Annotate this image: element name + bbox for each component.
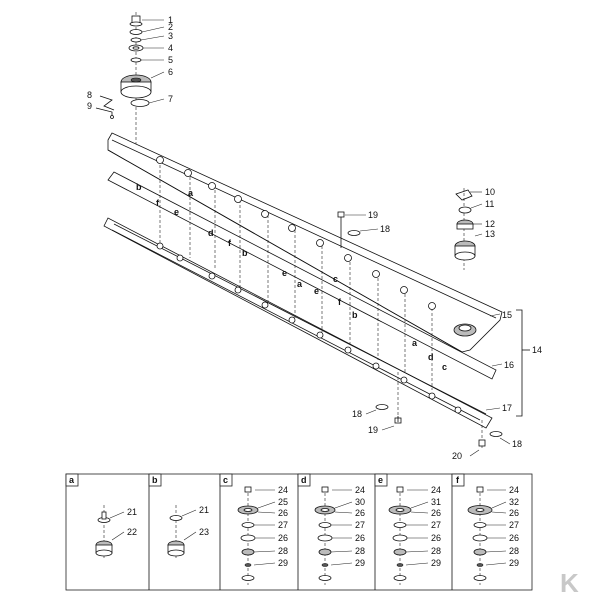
panel-f-item-29: 29: [509, 558, 519, 568]
bar-letter: f: [228, 238, 232, 248]
callout-15: 15: [502, 310, 512, 320]
panel-f-item-32: 32: [509, 497, 519, 507]
panel-letter: f: [456, 475, 460, 485]
panel-e-item-26b: 26: [431, 533, 441, 543]
panel-d: d 24 30 26 27 26 28 29: [297, 473, 365, 585]
panel-letter: b: [152, 475, 158, 485]
panel-d-item-29: 29: [355, 558, 365, 568]
watermark-logo: K: [560, 568, 579, 598]
callout-7: 7: [168, 94, 173, 104]
callout-3: 3: [168, 31, 173, 41]
panel-c-item-29: 29: [278, 558, 288, 568]
panel-a: a 21 22: [65, 473, 137, 560]
bar-letter: d: [208, 228, 214, 238]
panel-b-item-21: 21: [199, 505, 209, 515]
callout-10: 10: [485, 187, 495, 197]
panel-c-item-28: 28: [278, 546, 288, 556]
panel-letter: c: [223, 475, 228, 485]
panel-f-item-28: 28: [509, 546, 519, 556]
panel-f-item-26b: 26: [509, 533, 519, 543]
panel-c-item-27: 27: [278, 520, 288, 530]
callout-13: 13: [485, 229, 495, 239]
bar-letter: c: [333, 274, 338, 284]
callout-17: 17: [502, 403, 512, 413]
callout-20: 20: [452, 451, 462, 461]
panel-d-item-30: 30: [355, 497, 365, 507]
bar-letters: b f e a d b f e a c b f e a d c: [136, 182, 447, 372]
top-parts-stack: 1 2 3 4 5 6 7 8 9: [87, 12, 173, 150]
callout-6: 6: [168, 67, 173, 77]
bolt-19-top: 19 18: [337, 210, 390, 248]
callout-11: 11: [485, 199, 494, 209]
callout-19-top: 19: [368, 210, 378, 220]
bottom-fasteners: 18 19 20 18: [352, 372, 522, 461]
panel-d-item-24: 24: [355, 485, 365, 495]
panel-e-item-28: 28: [431, 546, 441, 556]
panel-b: b 21 23: [148, 473, 209, 560]
panel-letter: a: [69, 475, 75, 485]
callout-9: 9: [87, 101, 92, 111]
callout-4: 4: [168, 43, 173, 53]
bar-letter: e: [282, 268, 287, 278]
panel-e: e 24 31 26 27 26 28 29: [374, 473, 441, 585]
callout-18-bottom: 18: [512, 439, 522, 449]
panel-f-item-26: 26: [509, 508, 519, 518]
panel-c-item-25: 25: [278, 497, 288, 507]
panel-c-item-26: 26: [278, 508, 288, 518]
panel-c: c 24 25 26 27 26 28 29: [219, 473, 288, 585]
panel-e-item-31: 31: [431, 497, 441, 507]
panel-d-item-28: 28: [355, 546, 365, 556]
bar-letter: f: [338, 297, 342, 307]
bar-letter: f: [156, 198, 160, 208]
bar-letter: e: [174, 207, 179, 217]
detail-panels: a 21 22 b 21 23: [65, 473, 533, 591]
panel-c-item-26b: 26: [278, 533, 288, 543]
bar-letter: c: [442, 362, 447, 372]
bar-letter: d: [428, 352, 434, 362]
callout-2: 2: [168, 22, 173, 32]
panel-a-item-21: 21: [127, 507, 137, 517]
cutter-bar-assembly: b f e a d b f e a c b f e a d c: [103, 132, 542, 461]
panel-f-item-27: 27: [509, 520, 519, 530]
panel-letter: d: [301, 475, 307, 485]
bar-letter: b: [352, 310, 358, 320]
panel-d-item-26b: 26: [355, 533, 365, 543]
bar-letter: b: [242, 248, 248, 258]
right-parts-stack: 10 11 12 13: [454, 187, 495, 270]
alignment-guides: [159, 160, 433, 390]
bar-letter: a: [297, 279, 303, 289]
callout-5: 5: [168, 55, 173, 65]
panel-c-item-24: 24: [278, 485, 288, 495]
callout-19-bottom: 19: [368, 425, 378, 435]
bar-letter: b: [136, 182, 142, 192]
panel-d-item-27: 27: [355, 520, 365, 530]
callout-18-top: 18: [380, 224, 390, 234]
callout-14: 14: [532, 345, 542, 355]
callout-12: 12: [485, 219, 495, 229]
panel-letter: e: [378, 475, 383, 485]
callout-1: 1: [168, 15, 173, 25]
panel-d-item-26: 26: [355, 508, 365, 518]
panel-e-item-27: 27: [431, 520, 441, 530]
bar-letter: e: [314, 286, 319, 296]
callout-16: 16: [504, 360, 514, 370]
bar-letter: a: [412, 338, 418, 348]
bar-letter: a: [188, 188, 194, 198]
callout-8: 8: [87, 90, 92, 100]
upper-plate-holes: [156, 156, 477, 337]
panel-f: f 24 32 26 27 26 28 29: [451, 473, 519, 585]
lower-frame-holes: [156, 242, 462, 414]
panel-b-item-23: 23: [199, 527, 209, 537]
panel-e-item-24: 24: [431, 485, 441, 495]
panel-e-item-29: 29: [431, 558, 441, 568]
callout-18-mid: 18: [352, 409, 362, 419]
panel-e-item-26: 26: [431, 508, 441, 518]
panel-f-item-24: 24: [509, 485, 519, 495]
panel-a-item-22: 22: [127, 527, 137, 537]
